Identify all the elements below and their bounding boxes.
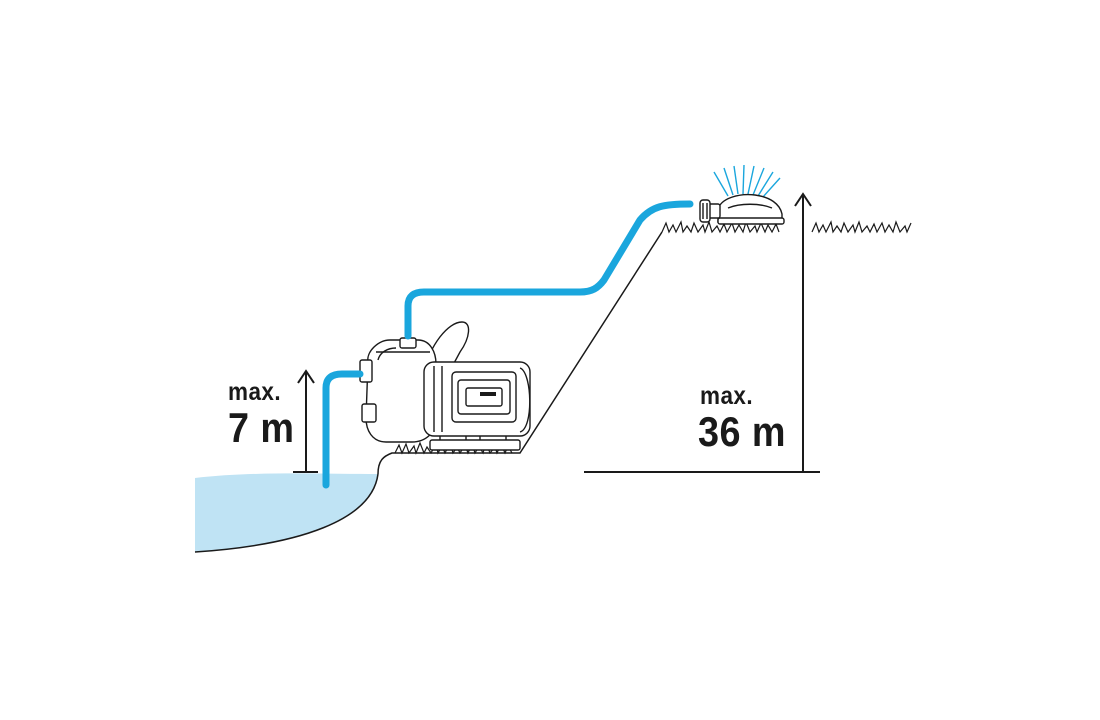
suction-height-value: 7 m — [228, 404, 295, 451]
water-body — [195, 473, 378, 552]
delivery-arrow-head — [794, 192, 812, 207]
suction-height-prefix: max. — [228, 378, 282, 406]
ground-slope-line — [377, 231, 663, 475]
delivery-hose — [404, 200, 694, 340]
delivery-height-value: 36 m — [698, 408, 786, 455]
grass-right — [811, 220, 912, 234]
suction-hose — [322, 370, 364, 489]
suction-arrow-head — [297, 369, 315, 384]
sprinkler-icon — [699, 164, 785, 225]
delivery-height-prefix: max. — [700, 382, 754, 410]
grass-top — [661, 220, 780, 234]
pump-icon — [359, 321, 531, 451]
water-spray — [713, 164, 781, 199]
water-bank-line — [194, 473, 379, 553]
